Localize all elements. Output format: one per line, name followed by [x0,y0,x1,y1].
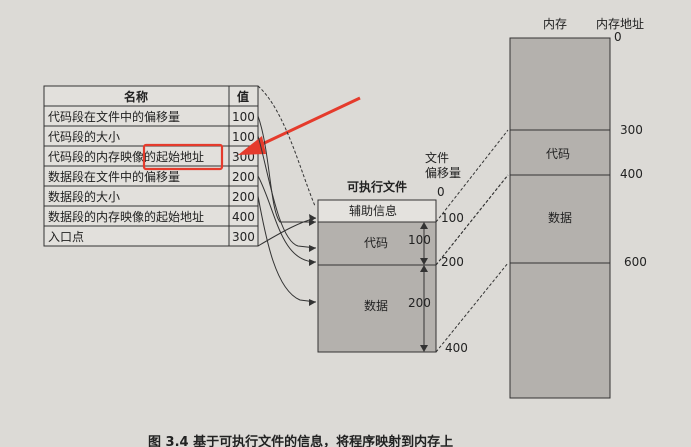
data-size-value: 200 [408,296,431,310]
file-frame [317,199,437,353]
table-row-name: 入口点 [48,230,84,244]
file-aux-label: 辅助信息 [349,203,397,218]
table-row-value: 200 [232,190,255,204]
arrow-heads [309,214,316,306]
executable-file: 辅助信息 代码 数据 100 200 [317,199,437,353]
file-data-label: 数据 [364,298,388,313]
memory-data-label: 数据 [548,210,572,225]
file-title: 可执行文件 [347,179,407,194]
table-row-name: 代码段在文件中的偏移量 [48,109,180,124]
file-offset-value: 100 [441,211,464,225]
table-row-value: 100 [232,130,255,144]
table-row-value: 200 [232,170,255,184]
table-row-value: 300 [232,230,255,244]
mapping-lines [435,129,509,353]
table-row-name: 数据段在文件中的偏移量 [48,169,180,184]
memory-address-label: 内存地址 [596,17,644,31]
dimension-arrow [420,265,428,272]
dimension-arrow [420,258,428,265]
table-row-name: 数据段的内存映像的起始地址 [48,209,204,224]
dimension-arrow [420,222,428,229]
highlight-box [142,143,224,171]
figure-caption: 图 3.4 基于可执行文件的信息，将程序映射到内存上 [148,434,453,447]
table-row-name: 代码段的大小 [48,129,120,144]
dimension-arrow [420,345,428,352]
file-offset-value: 400 [445,341,468,355]
table-header-value: 值 [237,89,249,104]
memory-block: 代码 数据 [509,37,611,399]
table-row-name: 代码段的内存映像的起始地址 [48,149,204,164]
table-to-file-arrows [257,85,317,303]
file-aux-section [317,199,437,223]
memory-address-value: 400 [620,167,643,181]
file-offset-value: 200 [441,255,464,269]
table-row-name: 数据段的大小 [48,189,120,204]
table-row-value: 400 [232,210,255,224]
code-size-value: 100 [408,233,431,247]
table-header-name: 名称 [124,89,148,104]
highlight-arrow-shaft [257,96,361,148]
table-row-value: 100 [232,110,255,124]
file-offset-value: 0 [437,185,445,199]
memory-code-label: 代码 [546,147,570,161]
memory-title: 内存 [543,17,567,31]
info-table: 名称 值 代码段在文件中的偏移量 100 代码段的大小 100 代码段的内存映像… [43,85,259,247]
memory-address-value: 600 [624,255,647,269]
file-offset-label: 文件 偏移量 [425,150,461,180]
memory-address-value: 0 [614,30,622,44]
memory-address-value: 300 [620,123,643,137]
file-code-label: 代码 [364,236,388,250]
memory-frame [509,37,611,399]
